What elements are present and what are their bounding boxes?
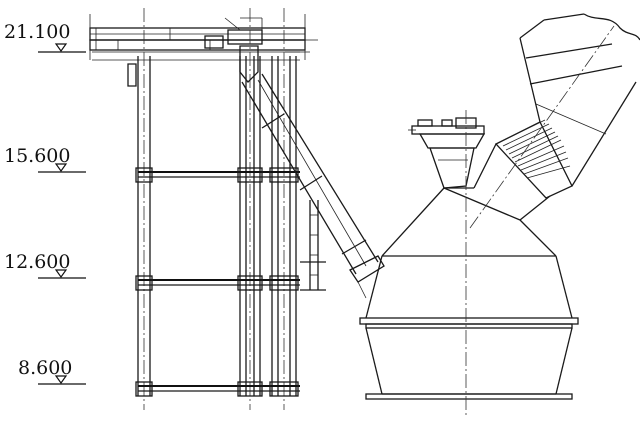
elevation-mark-21100: 21.100 [4, 21, 86, 53]
elevation-label: 21.100 [4, 21, 70, 43]
inclined-pipe [469, 13, 640, 229]
elevation-mark-12600: 12.600 [4, 251, 86, 279]
elevation-label: 8.600 [18, 357, 72, 379]
elevation-label: 12.600 [4, 251, 70, 273]
vessel [359, 110, 579, 416]
steel-frame [89, 8, 326, 410]
elevation-mark-8600: 8.600 [18, 357, 86, 385]
elevation-label: 15.600 [4, 145, 70, 167]
elevation-mark-15600: 15.600 [4, 145, 86, 173]
inclined-chute [239, 45, 385, 299]
